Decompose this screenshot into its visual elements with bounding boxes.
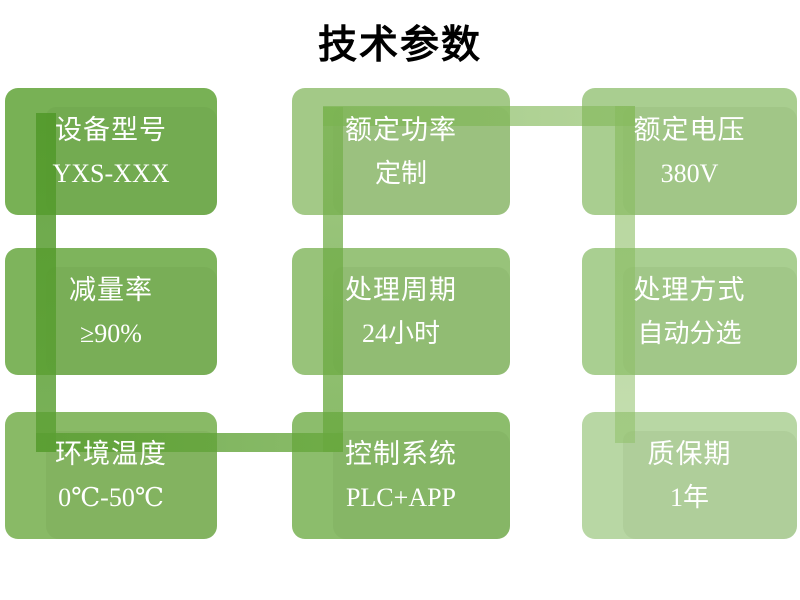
node-warranty-period: 质保期 1年	[582, 412, 797, 539]
node-value: 自动分选	[637, 318, 742, 348]
node-value: 定制	[374, 158, 427, 188]
node-label: 设备型号	[55, 114, 167, 145]
node-label: 处理方式	[633, 274, 746, 305]
connector-bottom-horizontal	[36, 433, 343, 452]
node-label: 减量率	[69, 274, 153, 305]
node-value: 1年	[669, 482, 709, 512]
node-value: 24小时	[361, 318, 440, 348]
node-value: PLC+APP	[345, 482, 457, 512]
node-label: 处理周期	[345, 274, 457, 305]
connector-col2-vertical	[323, 107, 343, 452]
connector-col3-vertical	[615, 106, 635, 443]
node-value: YXS-XXX	[52, 158, 170, 188]
connector-col1-vertical	[36, 113, 56, 452]
node-label: 质保期	[647, 438, 732, 469]
node-label: 额定电压	[633, 114, 746, 145]
node-value: 0℃-50℃	[58, 482, 164, 512]
node-value: 380V	[660, 158, 719, 188]
node-label: 额定功率	[345, 114, 457, 145]
node-label: 环境温度	[55, 438, 167, 469]
node-control-system: 控制系统 PLC+APP	[292, 412, 510, 539]
slide-title: 技术参数	[317, 24, 482, 67]
node-value: ≥90%	[80, 318, 142, 348]
connector-top-horizontal	[323, 106, 635, 126]
node-label: 控制系统	[345, 438, 457, 469]
